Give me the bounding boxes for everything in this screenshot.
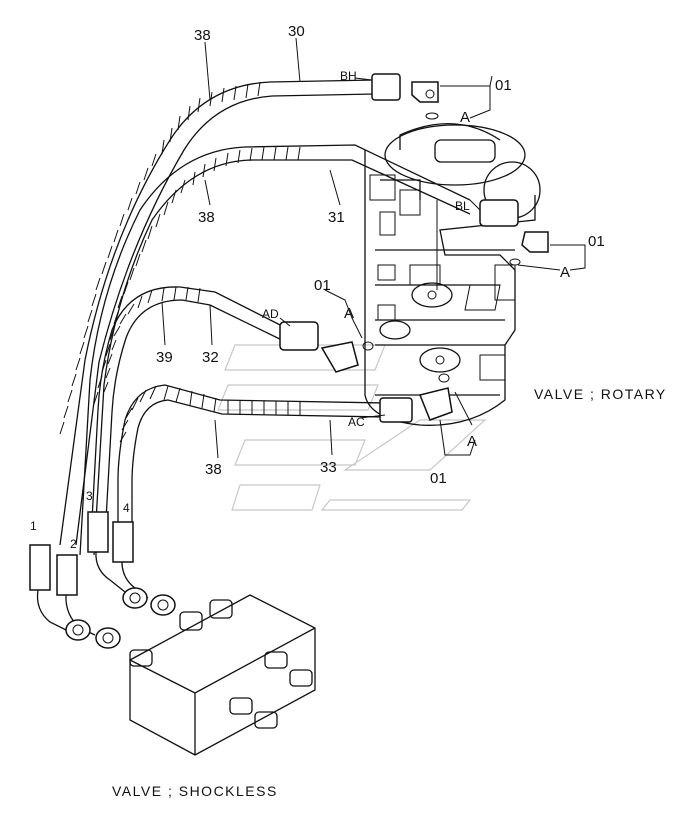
callout-31: 31 [328, 209, 345, 226]
hose-31 [79, 144, 471, 556]
callout-30: 30 [288, 23, 305, 40]
hose-33 [117, 384, 386, 535]
hose-sleeves [29, 511, 176, 649]
callout-01-top: 01 [495, 77, 512, 94]
hose-number-2: 2 [70, 537, 77, 551]
fittings [279, 73, 549, 423]
title-valve-shockless: VALVE ; SHOCKLESS [112, 783, 278, 799]
watermark [217, 344, 487, 511]
callout-38-mid: 38 [198, 209, 215, 226]
title-valve-rotary: VALVE ; ROTARY [534, 386, 667, 402]
callout-01-left: 01 [314, 277, 331, 294]
callout-33: 33 [320, 459, 337, 476]
hose-32 [91, 286, 291, 521]
callout-32: 32 [202, 349, 219, 366]
port-a-bottom: A [467, 433, 477, 450]
port-a-top: A [460, 109, 470, 126]
hose-number-4: 4 [123, 501, 130, 515]
callout-01-bottom: 01 [430, 470, 447, 487]
callout-39: 39 [156, 349, 173, 366]
rotary-valve-body [364, 122, 541, 426]
port-a-left: A [344, 305, 354, 322]
shockless-valve-block [129, 594, 316, 756]
hose-number-1: 1 [30, 519, 37, 533]
port-bl: BL [455, 199, 470, 213]
callout-38-low: 38 [205, 461, 222, 478]
port-ad: AD [262, 307, 279, 321]
leader-lines [161, 37, 586, 459]
port-ac: AC [348, 415, 365, 429]
spiral-guards [59, 81, 301, 443]
callout-01-right: 01 [588, 233, 605, 250]
hose-number-3: 3 [86, 489, 93, 503]
port-a-right: A [560, 264, 570, 281]
port-bh: BH [340, 69, 357, 83]
callout-38-top: 38 [194, 27, 211, 44]
